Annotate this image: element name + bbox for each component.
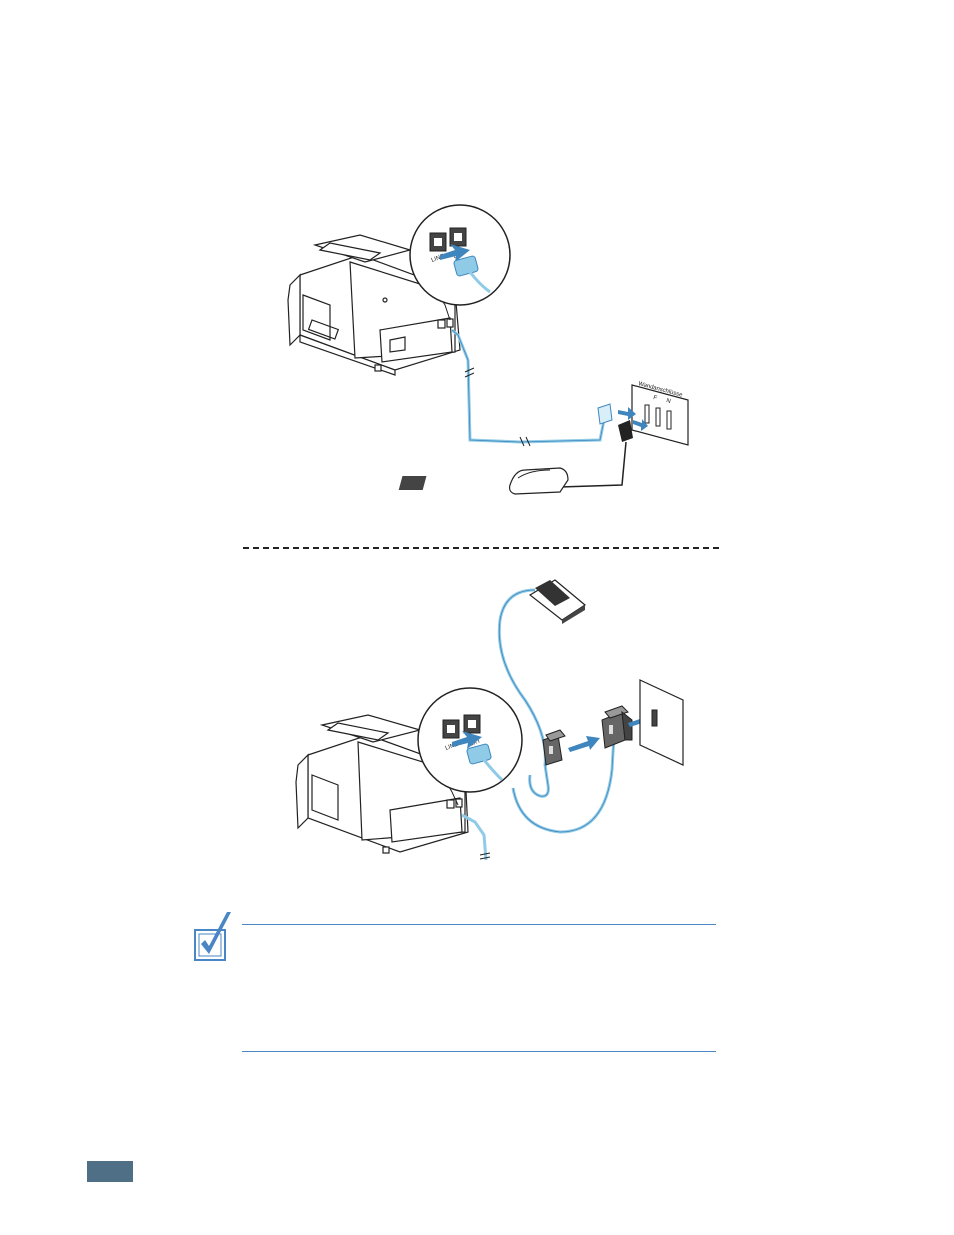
checkmark-note-icon [193,910,237,962]
figure-printer-wall-socket-tae: LINE EXT Wandanschlüsse F N [0,0,954,540]
figure-separator [243,547,719,549]
telephone-bottom [530,580,585,624]
telephone-top [399,420,633,494]
tae-plug-light [598,404,612,424]
note-rule-bottom [242,1051,716,1052]
wall-socket-bottom [640,680,683,765]
phone-adapter-small [543,730,565,765]
phone-adapter-large [602,706,632,748]
phone-cable-top [452,330,604,446]
arrow-adapter-to-adapter [568,736,600,752]
note-rule-top [242,924,716,925]
page-number-tab [87,1161,133,1182]
figure-printer-wall-socket-adapter: LINE EXT [0,560,954,880]
